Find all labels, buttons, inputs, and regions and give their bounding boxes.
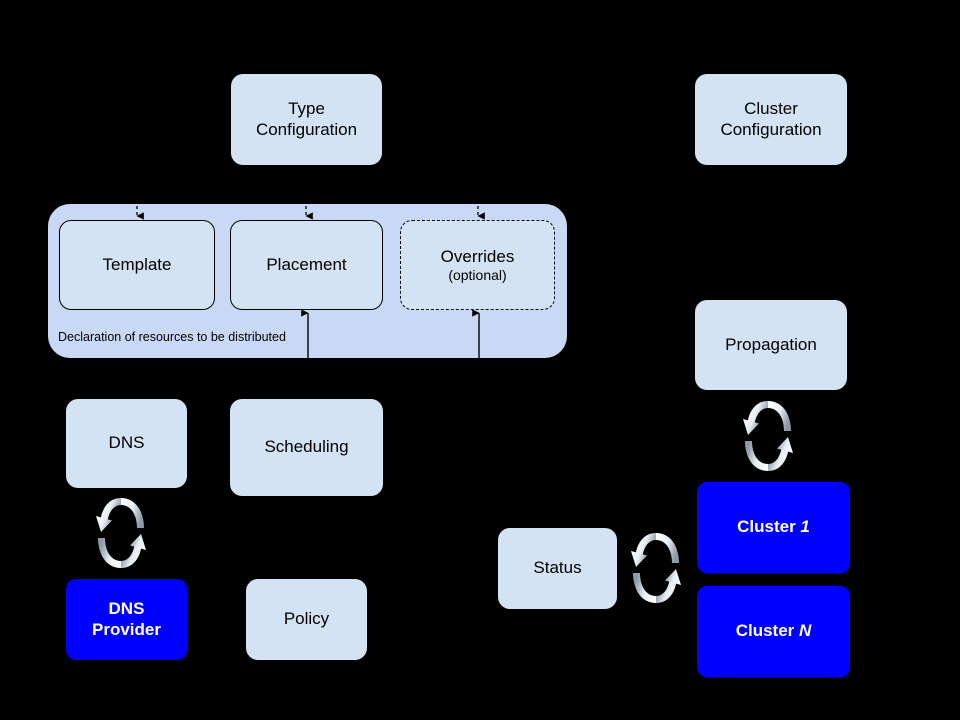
policy-label: Policy [283, 609, 330, 629]
overrides-label-sub: (optional) [448, 266, 507, 283]
panel-caption: Declaration of resources to be distribut… [58, 330, 286, 344]
node-cluster-1[interactable]: Cluster 1 [697, 482, 850, 573]
dns-sync-icon [96, 498, 146, 568]
cluster-configuration-label-line1: Cluster [744, 99, 798, 119]
cluster-n-label-prefix: Cluster [735, 621, 799, 641]
node-policy[interactable]: Policy [246, 579, 367, 660]
cluster-configuration-label-line2: Configuration [720, 119, 822, 139]
dns-provider-label-line1: DNS [108, 599, 145, 619]
overrides-label: Overrides (optional) [441, 247, 515, 284]
status-label: Status [533, 558, 582, 578]
node-dns[interactable]: DNS [66, 399, 187, 488]
status-sync-icon [631, 533, 681, 603]
dns-label: DNS [108, 433, 145, 453]
cluster-configuration-label: Cluster Configuration [720, 99, 821, 139]
propagation-label: Propagation [725, 334, 817, 354]
propagation-sync-icon [739, 398, 797, 479]
status-sync-icon [627, 530, 685, 611]
node-cluster-configuration[interactable]: Cluster Configuration [695, 74, 847, 165]
dns-sync-icon [92, 495, 150, 576]
cluster-1-label-prefix: Cluster [737, 517, 801, 537]
template-label: Template [102, 254, 172, 274]
cluster-n-label-emphasis: N [799, 621, 812, 641]
node-overrides[interactable]: Overrides (optional) [400, 220, 555, 310]
placement-label: Placement [266, 254, 347, 274]
node-template[interactable]: Template [59, 220, 215, 310]
cluster-n-label: Cluster N [736, 621, 812, 641]
scheduling-label: Scheduling [264, 437, 349, 457]
node-type-configuration[interactable]: Type Configuration [231, 74, 382, 165]
node-status[interactable]: Status [498, 528, 617, 609]
type-configuration-label-line1: Type [288, 99, 325, 119]
overrides-label-main: Overrides [440, 246, 515, 266]
cluster-1-label: Cluster 1 [737, 517, 810, 537]
dns-provider-label-line2: Provider [92, 619, 161, 639]
node-dns-provider[interactable]: DNS Provider [66, 579, 187, 660]
type-configuration-label: Type Configuration [256, 99, 357, 139]
type-configuration-label-line2: Configuration [255, 119, 358, 139]
propagation-sync-icon [743, 401, 793, 471]
node-propagation[interactable]: Propagation [695, 300, 847, 390]
node-cluster-n[interactable]: Cluster N [697, 586, 850, 677]
node-scheduling[interactable]: Scheduling [230, 399, 383, 496]
cluster-1-label-emphasis: 1 [800, 517, 810, 537]
dns-provider-label: DNS Provider [92, 599, 161, 639]
node-placement[interactable]: Placement [230, 220, 383, 310]
